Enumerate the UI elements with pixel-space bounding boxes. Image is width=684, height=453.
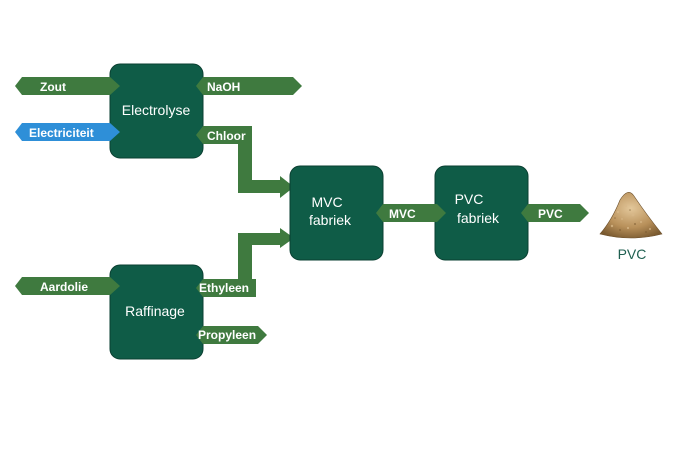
mvc-fabriek-label-line1: MVC [311,194,342,210]
ethyleen-label: Ethyleen [199,281,249,295]
ethyleen-connector [238,228,294,290]
chloor-arrow [196,126,252,144]
mvc-flow-arrow [376,204,446,222]
raffinage-label: Raffinage [125,303,185,319]
propyleen-arrow [196,326,267,344]
electriciteit-arrow [15,123,120,141]
naoh-label: NaOH [207,80,240,94]
aardolie-label: Aardolie [40,280,88,294]
ethyleen-arrow [196,279,256,297]
chloor-label: Chloor [207,129,246,143]
propyleen-label: Propyleen [198,328,256,342]
mvc-flow-label: MVC [389,207,416,221]
zout-label: Zout [40,80,66,94]
pvc-flow-label: PVC [538,207,563,221]
electriciteit-label: Electriciteit [29,126,94,140]
electrolyse-label: Electrolyse [122,102,191,118]
zout-arrow [15,77,120,95]
electrolyse-box [109,63,204,159]
pvc-flow-arrow [521,204,589,222]
chloor-connector [238,130,294,198]
pvc-product-label: PVC [618,246,647,262]
raffinage-box [109,264,204,360]
aardolie-arrow [15,277,120,295]
pvc-fabriek-label-line1: PVC [455,191,484,207]
pvc-fabriek-label-line2: fabriek [457,210,500,226]
naoh-arrow [196,77,302,95]
pvc-powder-pile-icon [599,192,663,239]
mvc-fabriek-label-line2: fabriek [309,212,352,228]
